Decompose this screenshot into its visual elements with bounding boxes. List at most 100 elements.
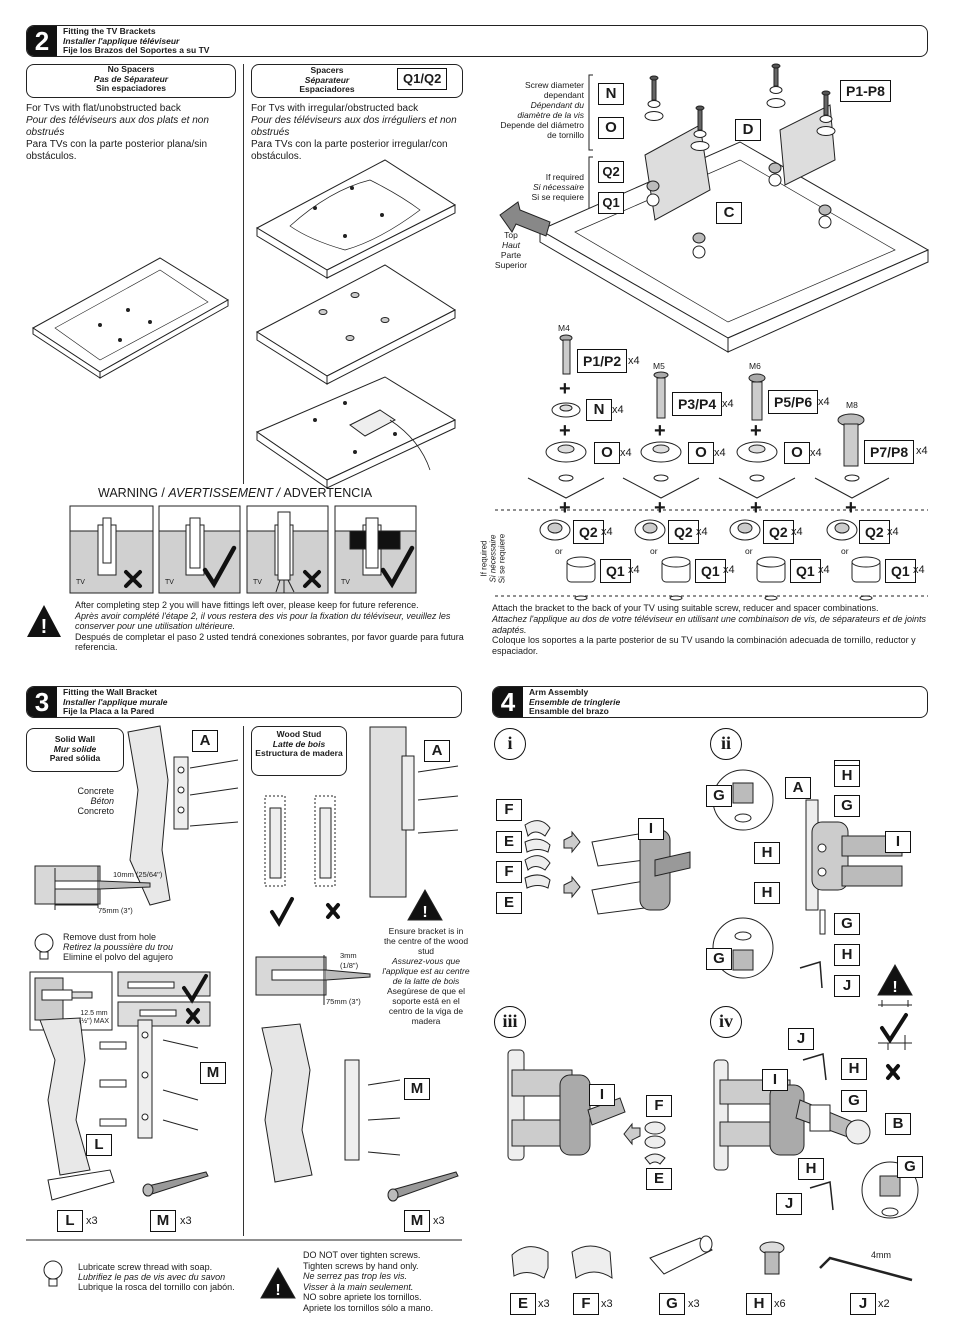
label-O: O	[598, 117, 624, 139]
dim-3mm: 3mm (1/8")	[340, 951, 359, 970]
part-H-label: H	[746, 1293, 772, 1315]
qty-P7-P8: x4	[916, 445, 928, 457]
label-L-count: L	[57, 1210, 83, 1232]
qty-Q1-1: x4	[628, 564, 640, 576]
label-O-chart-3: O	[784, 442, 810, 464]
svg-text:!: !	[422, 904, 427, 921]
substep-iv: iv	[710, 1006, 742, 1038]
label-Q1: Q1	[598, 192, 624, 214]
label-Q2-chart-3: Q2	[763, 520, 794, 544]
label-Q1-chart-4: Q1	[885, 559, 916, 583]
label-J-iv-top: J	[788, 1028, 814, 1050]
q1-q2-label: Q1/Q2	[397, 68, 448, 90]
qty-O-1: x4	[620, 447, 632, 459]
label-A-ii: A	[785, 777, 811, 799]
or-4: or	[841, 546, 849, 556]
screw-size-m8: M8	[846, 400, 858, 410]
label-M-wood-count: M	[404, 1210, 430, 1232]
qty-Q2-3: x4	[791, 526, 803, 538]
part-G-qty: x3	[688, 1298, 700, 1310]
svg-text:!: !	[41, 616, 48, 638]
label-A-wood: A	[424, 740, 450, 762]
screw-size-m5: M5	[653, 361, 665, 371]
plus-5: +	[559, 497, 571, 519]
plus-4: +	[750, 420, 762, 442]
qty-M: x3	[180, 1215, 192, 1227]
label-P1-P8: P1-P8	[840, 80, 891, 102]
qty-N: x4	[612, 404, 624, 416]
label-Q1-chart-3: Q1	[790, 559, 821, 583]
allen-key-size: 4mm	[871, 1250, 891, 1260]
plus-3: +	[654, 420, 666, 442]
substep-iii: iii	[494, 1006, 526, 1038]
label-M-solid: M	[200, 1062, 226, 1084]
label-G-iv-2: G	[897, 1156, 923, 1178]
label-P7-P8: P7/P8	[864, 440, 915, 464]
label-Q2: Q2	[598, 161, 624, 183]
qty-P5-P6: x4	[818, 396, 830, 408]
tighten-text: DO NOT over tighten screws.Tighten screw…	[303, 1250, 434, 1313]
label-E-iii: E	[646, 1168, 672, 1190]
qty-O-2: x4	[714, 447, 726, 459]
qty-M-wood: x3	[433, 1215, 445, 1227]
label-F-i-2: F	[496, 861, 522, 883]
label-H-ii-2: H	[754, 842, 780, 864]
plus-1: +	[559, 378, 571, 400]
step3-number: 3	[27, 687, 57, 717]
label-O-chart-1: O	[594, 442, 620, 464]
label-Q2-chart-2: Q2	[668, 520, 699, 544]
label-N-chart: N	[586, 399, 612, 421]
step3-column-divider	[243, 726, 244, 1236]
or-2: or	[650, 546, 658, 556]
step4-number: 4	[493, 687, 523, 717]
label-Q1-chart-1: Q1	[600, 559, 631, 583]
label-I-i: I	[638, 818, 664, 840]
label-B-iv: B	[885, 1113, 911, 1135]
label-Q1-chart-2: Q1	[695, 559, 726, 583]
plus-6: +	[654, 497, 666, 519]
label-L: L	[86, 1134, 112, 1156]
qty-P3-P4: x4	[722, 398, 734, 410]
label-I-iii: I	[589, 1084, 615, 1106]
part-E-label: E	[510, 1293, 536, 1315]
screw-size-m6: M6	[749, 361, 761, 371]
label-H-ii-top: H	[834, 765, 860, 787]
qty-Q2-4: x4	[887, 526, 899, 538]
label-J-iv-bottom: J	[776, 1193, 802, 1215]
label-F-iii: F	[646, 1095, 672, 1117]
label-P5-P6: P5/P6	[768, 390, 819, 414]
qty-Q2-1: x4	[601, 526, 613, 538]
label-E-i-1: E	[496, 831, 522, 853]
attach-text: Attach the bracket to the back of your T…	[492, 603, 926, 657]
label-C: C	[716, 202, 742, 224]
label-P3-P4: P3/P4	[672, 392, 723, 416]
leftover-text: After completing step 2 you will have fi…	[75, 600, 464, 652]
label-N: N	[598, 83, 624, 105]
dim-12-5mm: 12.5 mm (½") MAX	[78, 1010, 110, 1025]
label-I-iv: I	[762, 1069, 788, 1091]
qty-O-3: x4	[810, 447, 822, 459]
tv-label-2: TV	[165, 579, 174, 586]
part-J-qty: x2	[878, 1298, 890, 1310]
label-H-ii-3: H	[754, 882, 780, 904]
label-F-i-1: F	[496, 799, 522, 821]
screw-size-m4: M4	[558, 323, 570, 333]
part-E-qty: x3	[538, 1298, 550, 1310]
label-E-i-2: E	[496, 892, 522, 914]
